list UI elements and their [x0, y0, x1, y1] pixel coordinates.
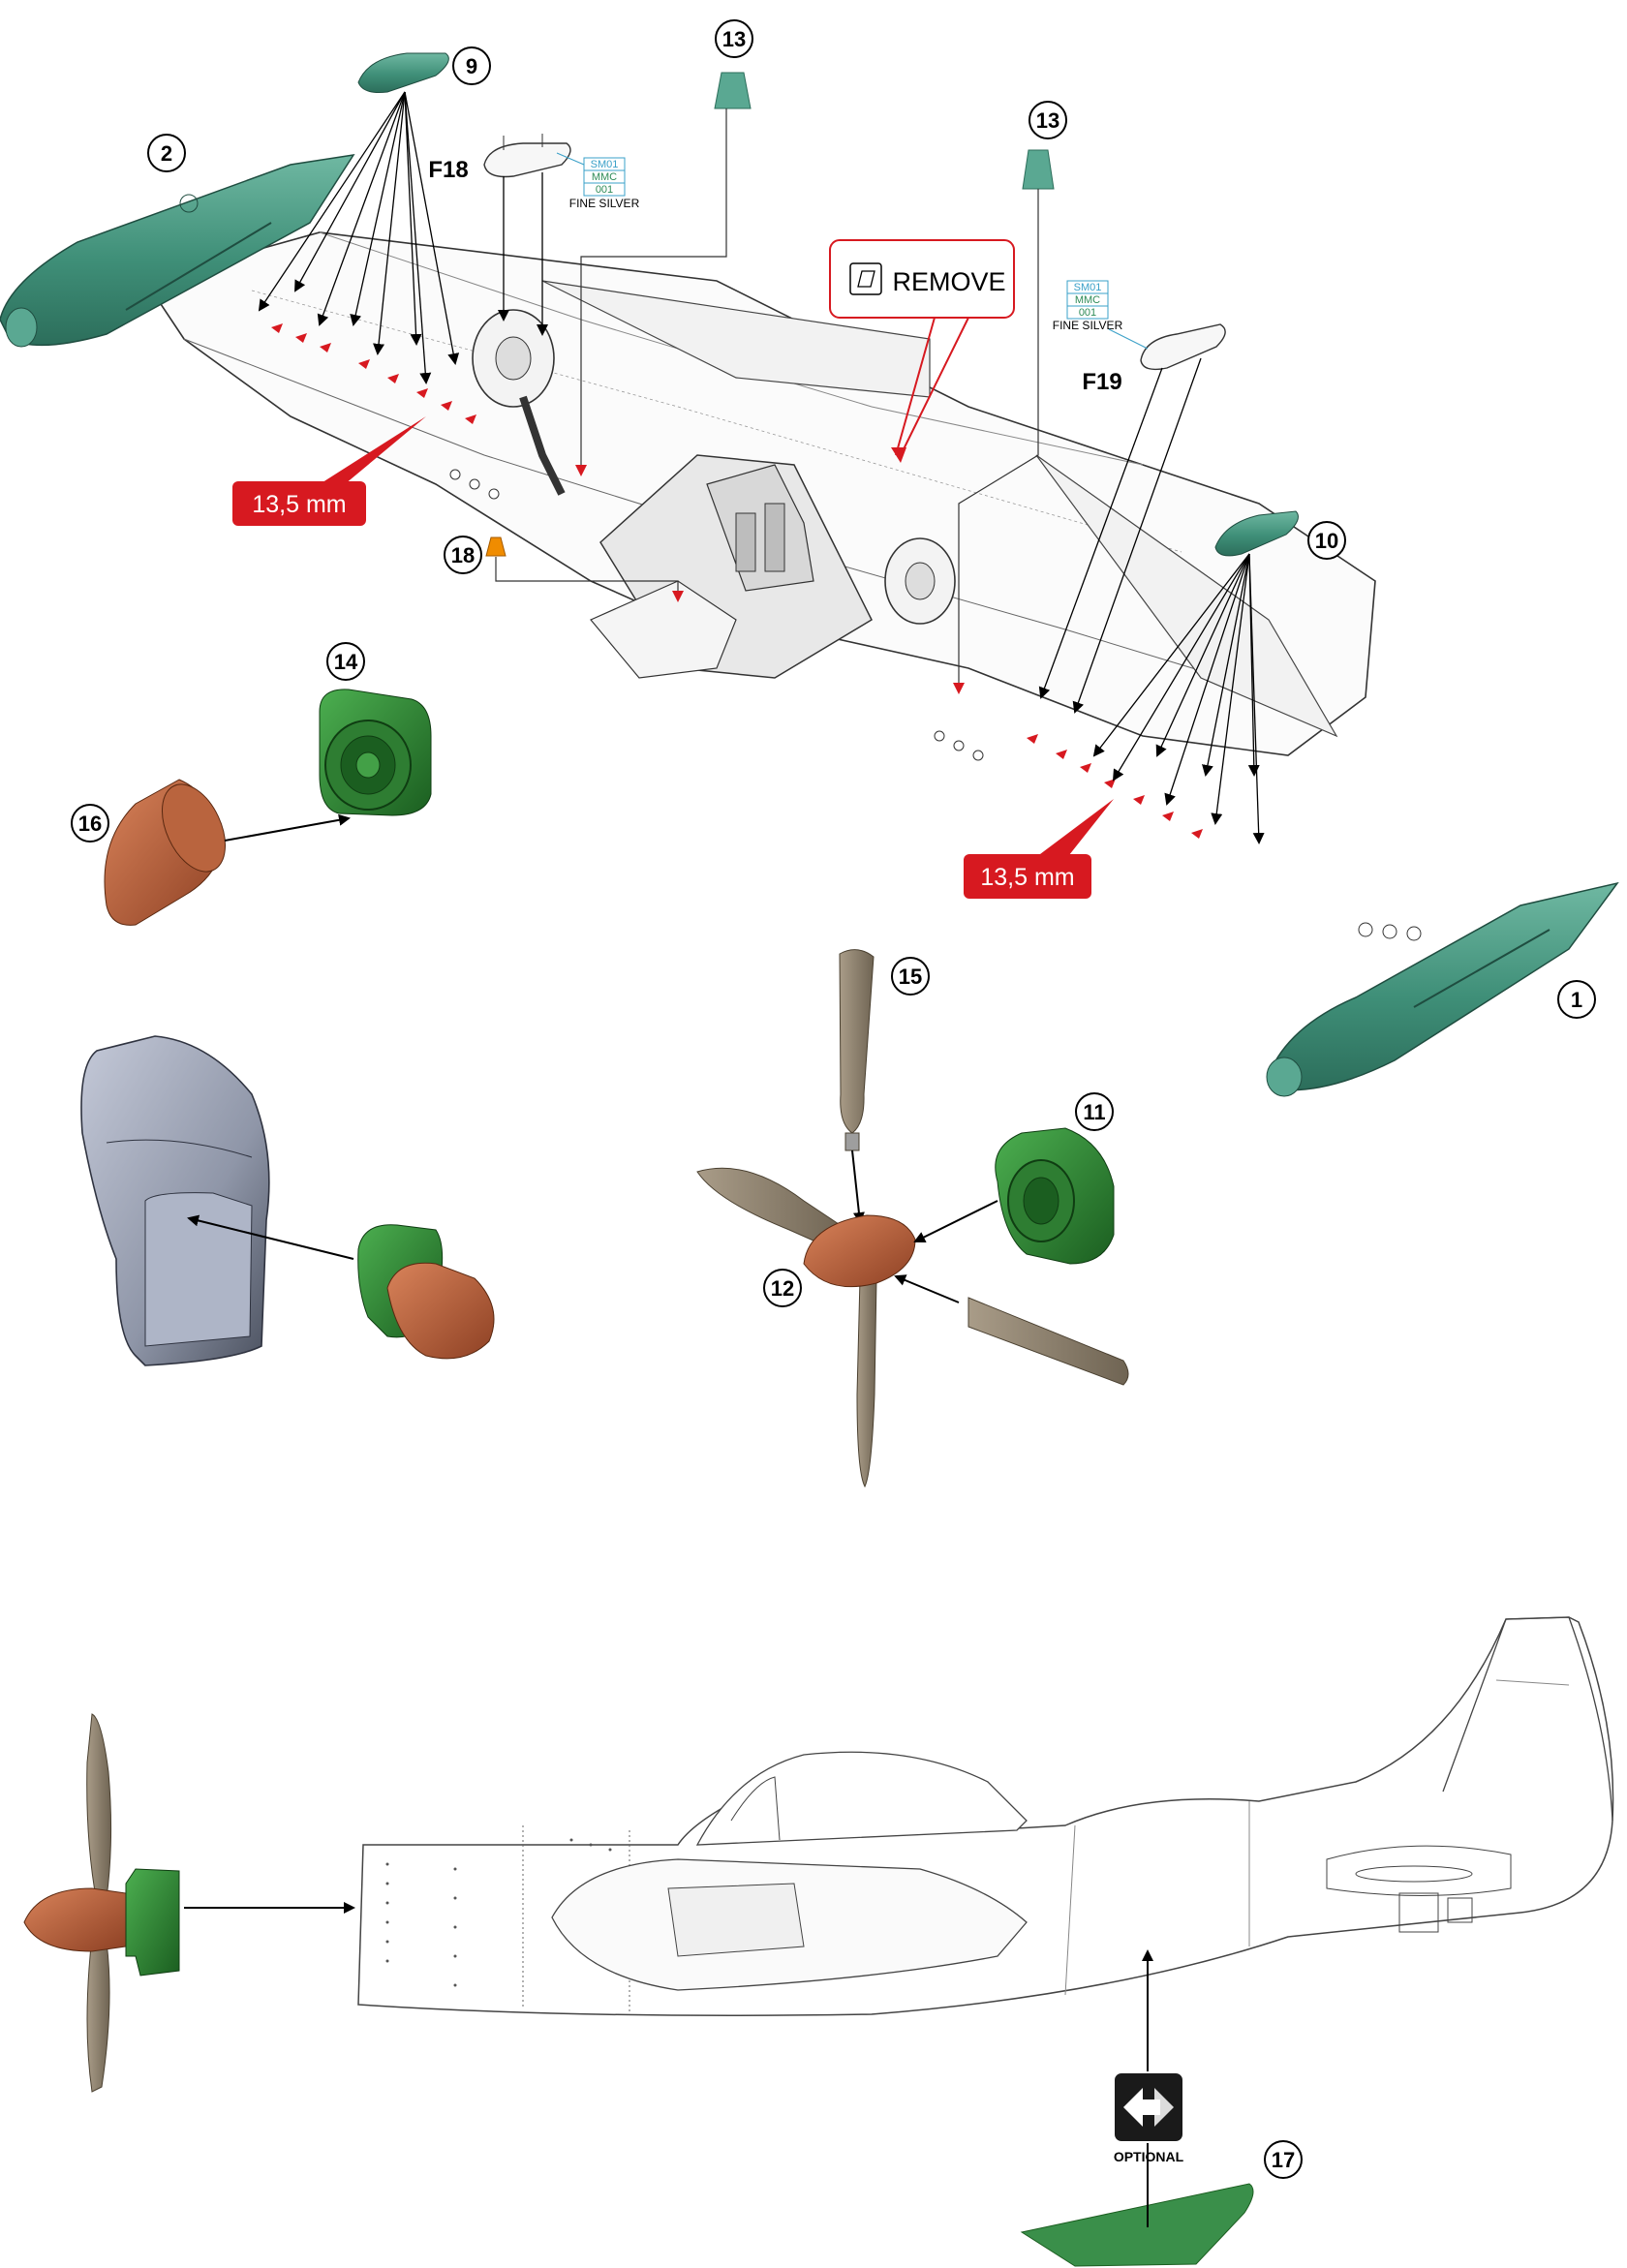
- svg-text:16: 16: [78, 812, 102, 836]
- badge-part-17: 17: [1264, 2140, 1303, 2179]
- part-16-copper-duct: [104, 779, 226, 926]
- fuselage-side-view: [357, 1616, 1614, 2016]
- remove-icon: [849, 262, 882, 295]
- svg-text:17: 17: [1272, 2148, 1295, 2172]
- photoetch-f19-part: [1140, 323, 1226, 371]
- part-18-light: [485, 536, 507, 557]
- remove-callout: REMOVE: [829, 239, 1015, 463]
- svg-text:15: 15: [899, 965, 922, 989]
- svg-text:13: 13: [1036, 108, 1059, 133]
- badge-part-2: 2: [147, 134, 186, 172]
- svg-text:SM01: SM01: [591, 159, 619, 170]
- drop-tank-part-1: [1266, 881, 1619, 1097]
- badge-part-18: 18: [444, 536, 482, 574]
- svg-text:12: 12: [771, 1276, 794, 1301]
- part-18-leader: [495, 557, 684, 602]
- svg-text:2: 2: [161, 141, 172, 166]
- intake-to-cowling-arrow: [187, 1214, 354, 1260]
- part-10-leader-arrows: [1092, 553, 1265, 844]
- svg-text:FINE SILVER: FINE SILVER: [569, 197, 640, 210]
- badge-part-10: 10: [1307, 521, 1346, 560]
- engine-cowling: [80, 1035, 270, 1366]
- photoetch-leaders: [498, 172, 1202, 714]
- propeller-side-view: [23, 1713, 180, 2093]
- part-13-antenna-right: [1022, 149, 1055, 190]
- svg-text:MMC: MMC: [1075, 294, 1100, 306]
- svg-text:9: 9: [466, 54, 477, 78]
- badge-part-16: 16: [71, 804, 109, 843]
- part-10-fairing: [1214, 510, 1299, 557]
- badge-part-14: 14: [326, 642, 365, 681]
- optional-swap-icon: [1113, 2071, 1184, 2143]
- right-location-marks: [1027, 734, 1203, 839]
- part-13-leaders: [575, 108, 1039, 694]
- propeller-assembly: [696, 949, 1129, 1488]
- svg-text:SM01: SM01: [1074, 282, 1102, 293]
- badge-part-13-right: 13: [1028, 101, 1067, 139]
- paint-chip-right: SM01 MMC 001 FINE SILVER: [1053, 280, 1149, 350]
- svg-text:FINE SILVER: FINE SILVER: [1053, 319, 1123, 332]
- part-9-leader-arrows: [258, 91, 460, 384]
- label-f18: F18: [428, 157, 468, 183]
- optional-label: OPTIONAL: [1114, 2149, 1184, 2164]
- remove-label: REMOVE: [892, 267, 1005, 296]
- badge-part-12: 12: [763, 1269, 802, 1307]
- part-16-arrow: [224, 813, 351, 842]
- badge-part-11: 11: [1075, 1092, 1114, 1131]
- badge-part-13-left: 13: [715, 19, 753, 58]
- part-14-intake: [319, 689, 432, 816]
- svg-text:14: 14: [334, 650, 358, 674]
- part-9-fairing: [357, 52, 449, 93]
- measure-callout-right: 13,5 mm: [964, 799, 1114, 899]
- label-f19: F19: [1082, 369, 1121, 395]
- drop-tank-part-2: [0, 154, 355, 348]
- svg-text:001: 001: [596, 184, 613, 196]
- badge-part-1: 1: [1557, 980, 1596, 1019]
- badge-part-15: 15: [891, 957, 930, 996]
- badge-part-9: 9: [452, 46, 491, 85]
- svg-text:13,5 mm: 13,5 mm: [980, 864, 1074, 891]
- photoetch-f18-part: [483, 134, 571, 178]
- svg-text:11: 11: [1083, 1100, 1105, 1124]
- svg-text:MMC: MMC: [592, 171, 617, 183]
- svg-text:18: 18: [451, 543, 475, 567]
- measure-callout-left: 13,5 mm: [232, 416, 426, 526]
- svg-text:10: 10: [1315, 529, 1338, 553]
- left-location-marks: [271, 323, 476, 424]
- svg-text:001: 001: [1079, 307, 1096, 319]
- part-17-optional-fin: [1020, 2183, 1254, 2267]
- part-11-arrow: [913, 1200, 998, 1242]
- engine-intake-assembly: [357, 1224, 495, 1360]
- svg-text:13,5 mm: 13,5 mm: [252, 491, 346, 518]
- svg-text:13: 13: [722, 27, 746, 51]
- part-13-antenna-left: [714, 72, 752, 109]
- part-11-resin-ring: [995, 1127, 1115, 1265]
- svg-text:1: 1: [1571, 988, 1582, 1012]
- part-number-badges: 2 9 13 13 10 18 14 16 1 15 11 12 17: [71, 19, 1596, 2179]
- paint-chip-left: SM01 MMC 001 FINE SILVER: [556, 152, 640, 210]
